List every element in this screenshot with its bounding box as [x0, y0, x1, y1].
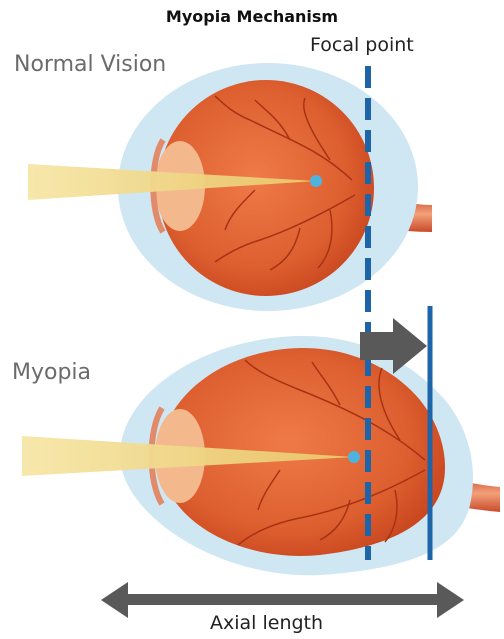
normal-focus-dot [310, 175, 322, 187]
myopic-focus-dot [348, 451, 360, 463]
normal-eye [28, 63, 432, 311]
axial-length-arrow [101, 582, 464, 618]
